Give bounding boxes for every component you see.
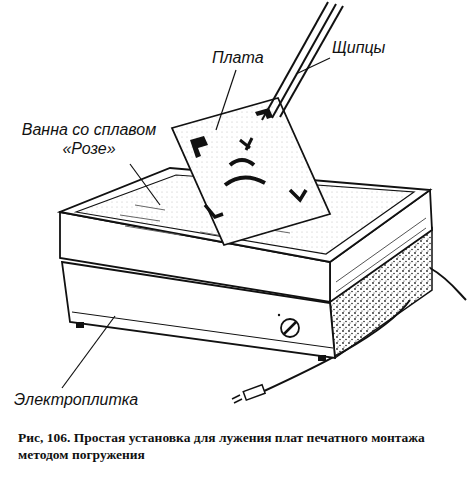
figure-caption: Рис, 106. Простая установка для лужения … [18, 430, 448, 464]
board-label: Плата [212, 48, 264, 67]
bath-label: Ванна со сплавом «Розе» [14, 120, 164, 158]
hotplate-label: Электроплитка [14, 390, 138, 409]
tweezers-label: Щипцы [332, 38, 385, 57]
